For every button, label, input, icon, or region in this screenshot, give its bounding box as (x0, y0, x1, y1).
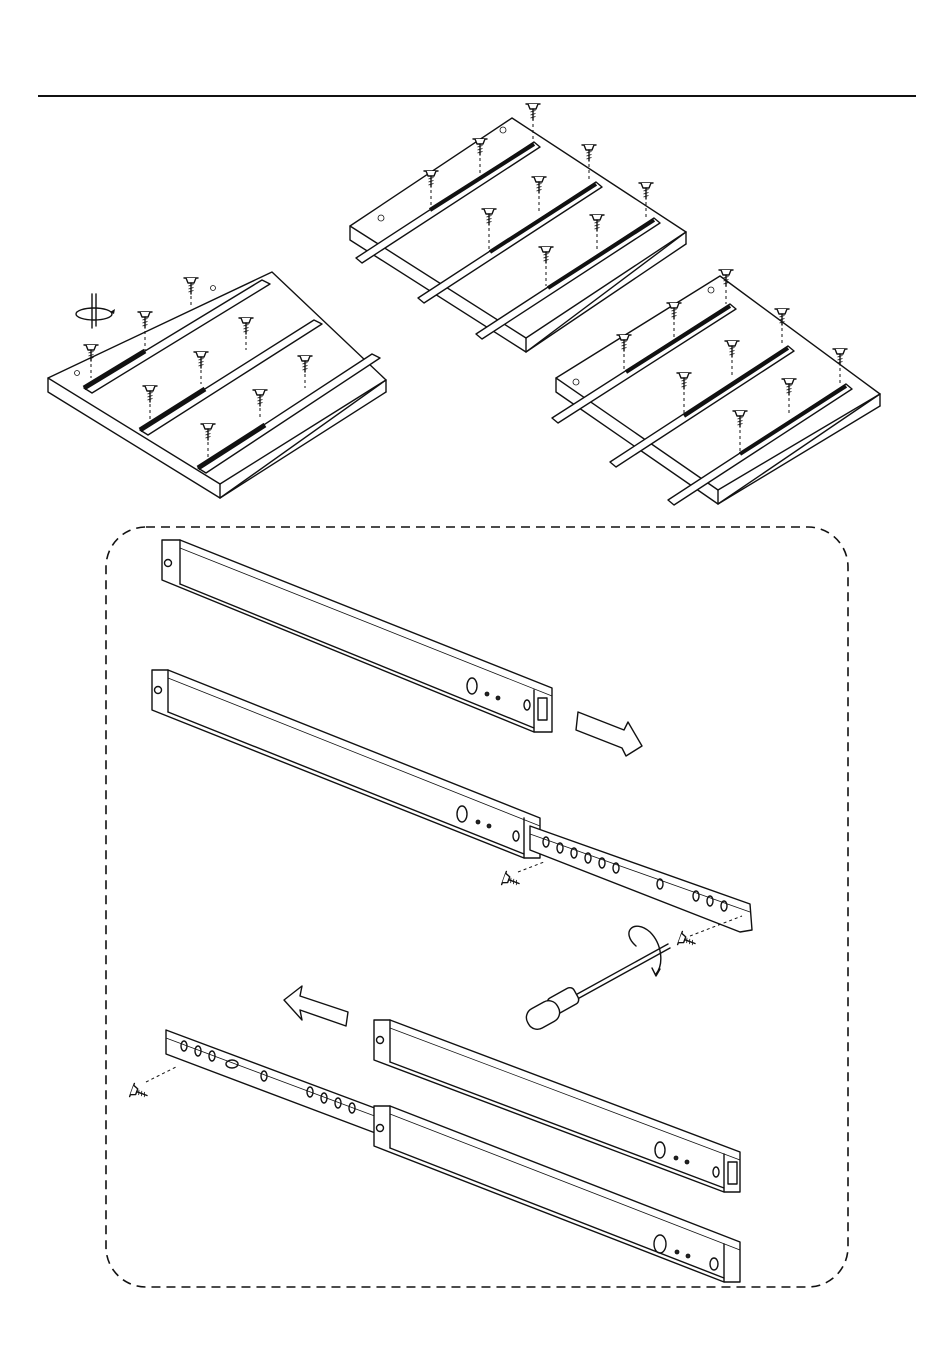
rail-inner-left (130, 1030, 380, 1134)
arrow-left-icon (284, 986, 348, 1026)
board-bottom-right (552, 270, 880, 505)
rail-assembled (152, 670, 752, 950)
rotation-icon (76, 294, 115, 328)
screwdriver-icon (523, 926, 670, 1033)
board-top-right (350, 104, 686, 352)
board-left (48, 272, 386, 498)
arrow-right-icon (576, 712, 642, 756)
